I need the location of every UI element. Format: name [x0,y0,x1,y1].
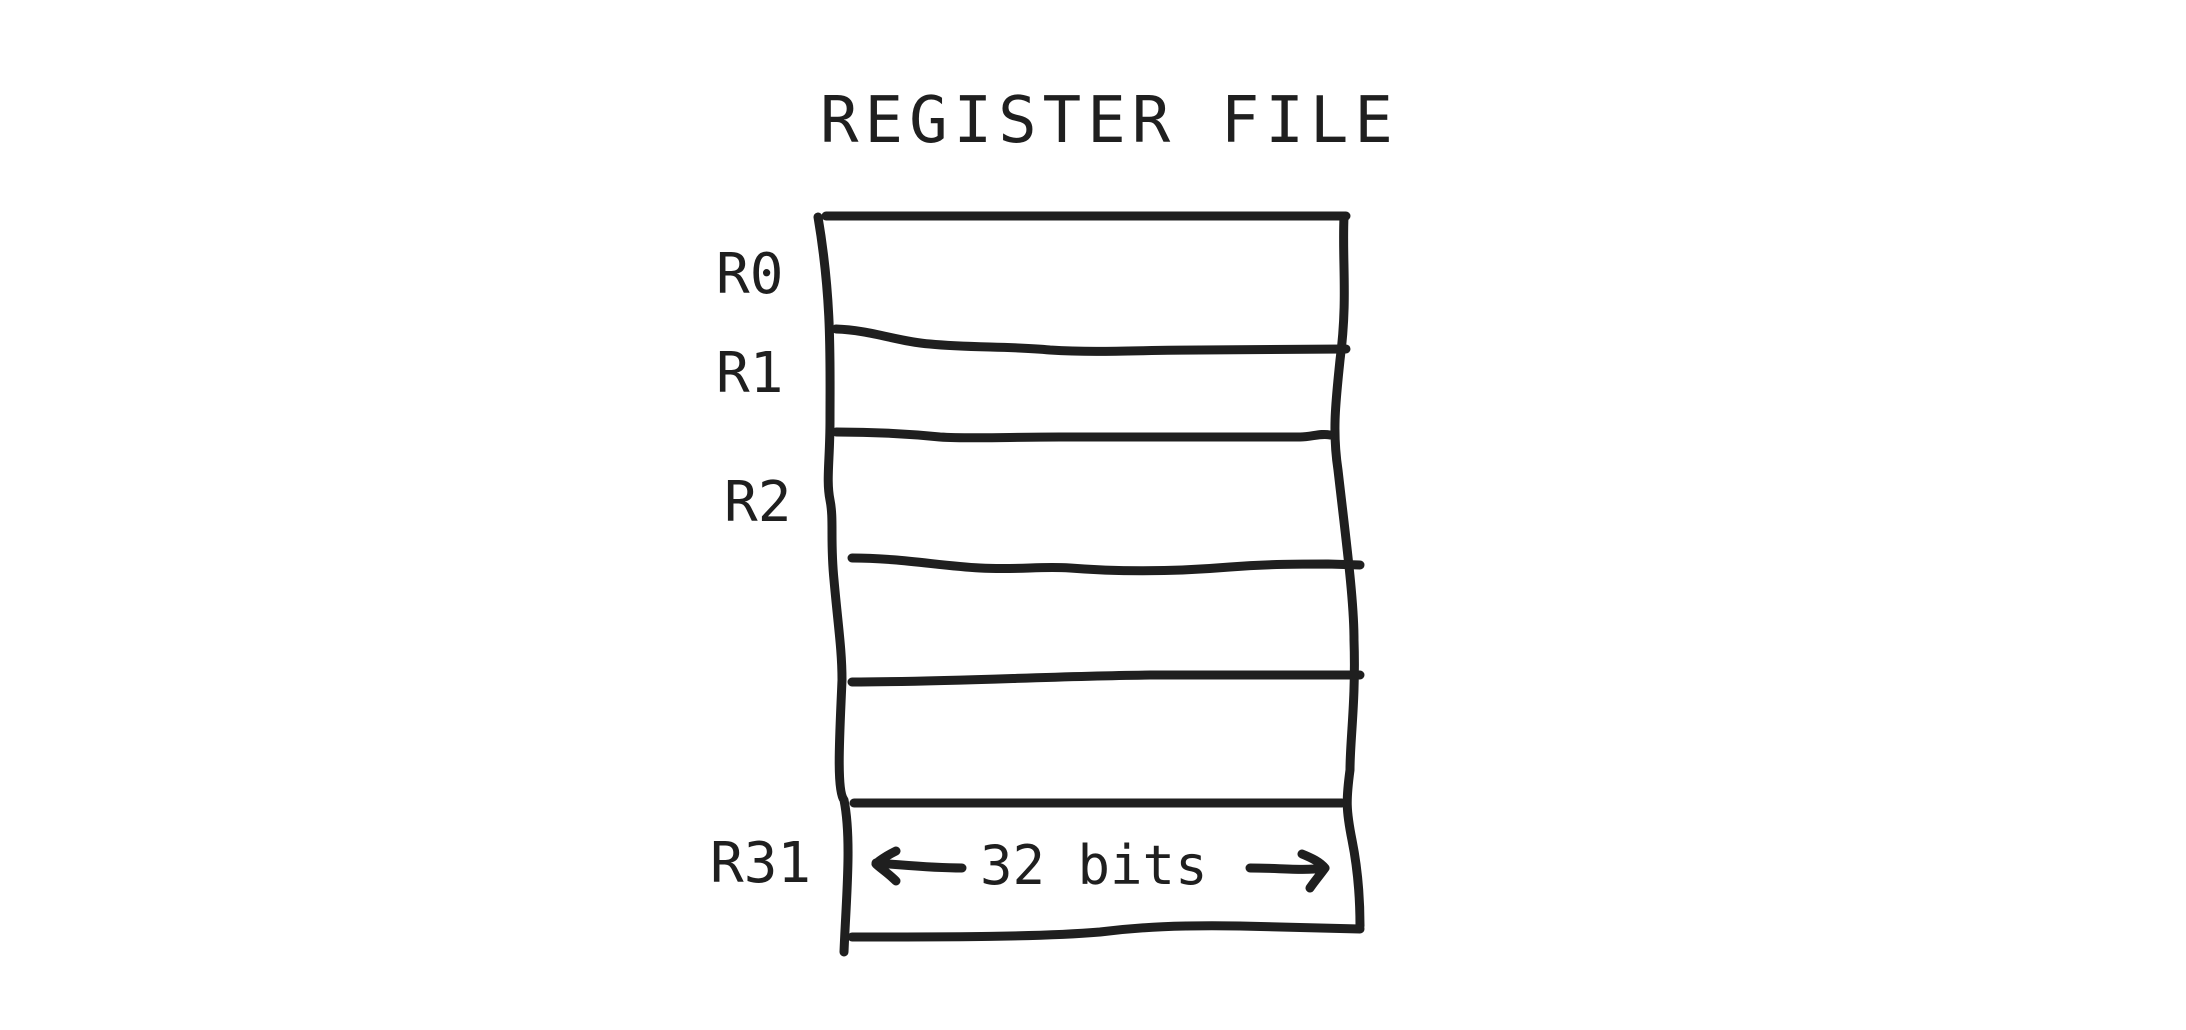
diagram-title: REGISTER FILE [820,84,1399,158]
bit-width-annotation: 32 bits [871,834,1330,897]
register-label-r31: R31 [710,831,811,896]
register-divider-1 [831,324,1351,356]
register-file-left-wall [813,212,853,957]
register-divider-4 [847,670,1365,687]
register-file-bottom-edge [847,921,1365,942]
bit-width-label: 32 bits [980,834,1208,897]
left-arrow-icon [871,846,967,886]
register-file-right-wall [1330,212,1365,931]
right-arrow-icon [1245,849,1330,893]
register-label-r2: R2 [724,470,791,535]
register-divider-2 [831,427,1335,443]
register-divider-3 [847,553,1365,576]
register-label-r1: R1 [716,341,783,406]
register-label-r0: R0 [716,242,783,307]
